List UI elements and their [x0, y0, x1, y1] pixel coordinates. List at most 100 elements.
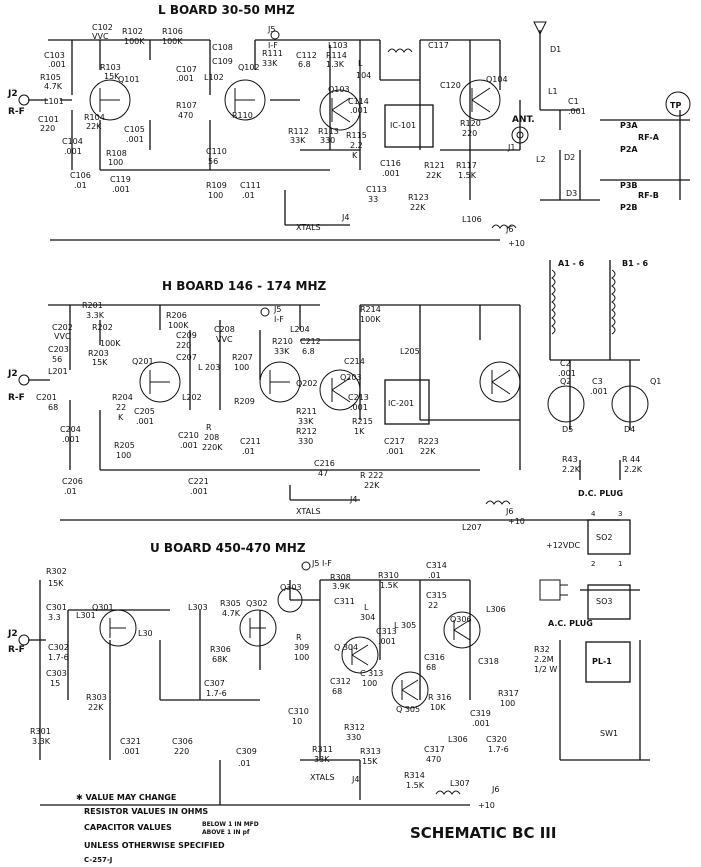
l-c119: C119	[110, 175, 131, 184]
u-l303: L303	[188, 603, 208, 612]
l-c103: C103	[44, 51, 65, 60]
u-r308: R308	[330, 573, 351, 582]
h-r208: R	[206, 423, 212, 432]
l-c101: C101	[38, 115, 59, 124]
h-r204v: 22	[116, 403, 126, 412]
l-c103v: .001	[48, 60, 66, 69]
h-c207: C207	[176, 353, 197, 362]
right-l2: L2	[536, 155, 546, 164]
l-c117: C117	[428, 41, 449, 50]
h-r207v: 100	[234, 363, 249, 372]
right-tp: TP	[670, 101, 681, 110]
l-r123v: 22K	[410, 203, 426, 212]
l-c102: C102	[92, 23, 113, 32]
u-r301: R301	[30, 727, 51, 736]
h-c204: C204	[60, 425, 81, 434]
l-c114v: .001	[350, 106, 368, 115]
u-c320v: 1.7-6	[488, 745, 509, 754]
u-l304n: 304	[360, 613, 375, 622]
right-r32: R32	[534, 645, 550, 654]
u-j5: J5 I-F	[311, 559, 332, 568]
u-r309v: 100	[294, 653, 309, 662]
l-r109v: 100	[208, 191, 223, 200]
u-r309: 309	[294, 643, 309, 652]
right-rfa: RF-A	[638, 133, 660, 142]
u-c313: C313	[376, 627, 397, 636]
l-c104v: .001	[64, 147, 82, 156]
h-l202: L202	[182, 393, 202, 402]
l-r120: R120	[460, 119, 481, 128]
h-r202: R202	[92, 323, 113, 332]
right-c1: C1	[568, 97, 579, 106]
schematic-title: SCHEMATIC BC III	[410, 824, 556, 842]
h-c201v: 68	[48, 403, 58, 412]
h-q203: Q203	[340, 373, 362, 382]
h-xtals: XTALS	[296, 507, 321, 516]
u-c317v: 470	[426, 755, 441, 764]
h-l203: L 203	[198, 363, 220, 372]
l-l106: L106	[462, 215, 482, 224]
u-c314: C314	[426, 561, 447, 570]
l-r112: R112	[288, 127, 309, 136]
note-resistor-values: RESISTOR VALUES IN OHMS	[84, 807, 208, 816]
right-b1: B1 - 6	[622, 259, 649, 268]
l-c104: C104	[62, 137, 83, 146]
u-r305v: 4.7K	[222, 609, 241, 618]
l-l103: L103	[328, 41, 348, 50]
l-r123: R123	[408, 193, 429, 202]
right-side-circuits: ANT. J1 D1 L1 C1 .001 L2 D2 D3 TP P3A RF…	[507, 21, 691, 761]
u-c306: C306	[172, 737, 193, 746]
u-j4: J4	[351, 775, 359, 784]
u-l307: L307	[450, 779, 470, 788]
u-r314v: 1.5K	[406, 781, 425, 790]
u-q303: Q303	[280, 583, 302, 592]
right-r44v: 2.2K	[624, 465, 643, 474]
u-board-title: U BOARD 450-470 MHZ	[150, 541, 306, 555]
l-c108: C108	[212, 43, 233, 52]
u-q301: Q301	[92, 603, 114, 612]
l-q104: Q104	[486, 75, 508, 84]
l-r121: R121	[424, 161, 445, 170]
note-value-may-change: ✱ VALUE MAY CHANGE	[76, 793, 176, 802]
u-c309: C309	[236, 747, 257, 756]
l-r107v: 470	[178, 111, 193, 120]
right-q2: Q2	[560, 377, 571, 386]
right-c1v: .001	[568, 107, 586, 116]
h-r210v: 33K	[274, 347, 290, 356]
u-r311: R311	[312, 745, 333, 754]
l-rf: R-F	[8, 107, 25, 117]
u-c316: C316	[424, 653, 445, 662]
u-c319v: .001	[472, 719, 490, 728]
l-c106v: .01	[74, 181, 87, 190]
u-r306v: 68K	[212, 655, 228, 664]
u-r317v: 100	[500, 699, 515, 708]
u-c318: C318	[478, 657, 499, 666]
u-c307v: 1.7-6	[206, 689, 227, 698]
h-r201: R201	[82, 301, 103, 310]
right-r44: R 44	[622, 455, 640, 464]
u-q305: Q 305	[396, 705, 420, 714]
right-c3v: .001	[590, 387, 608, 396]
h-r207: R207	[232, 353, 253, 362]
h-r215v: 1K	[354, 427, 365, 436]
l-q102: Q102	[238, 63, 260, 72]
u-c319: C319	[470, 709, 491, 718]
l-r104v: 22K	[86, 122, 102, 131]
u-rf: R-F	[8, 645, 25, 655]
h-r206v: 100K	[168, 321, 189, 330]
l-r112v: 33K	[290, 136, 306, 145]
note-capacitor-values: CAPACITOR VALUES	[84, 823, 172, 832]
h-r203v: 15K	[92, 358, 108, 367]
h-r205v: 100	[116, 451, 131, 460]
l-c106: C106	[70, 171, 91, 180]
l-c114: C114	[348, 97, 369, 106]
l-c111: C111	[240, 181, 261, 190]
l-r103: R103	[100, 63, 121, 72]
u-j2: J2	[7, 629, 18, 639]
u-r317: R317	[498, 689, 519, 698]
l-r108: R108	[106, 149, 127, 158]
l-c112v: 6.8	[298, 60, 311, 69]
l-r103v: 15K	[104, 72, 120, 81]
u-l306b: L306	[448, 735, 468, 744]
u-r313: R313	[360, 747, 381, 756]
